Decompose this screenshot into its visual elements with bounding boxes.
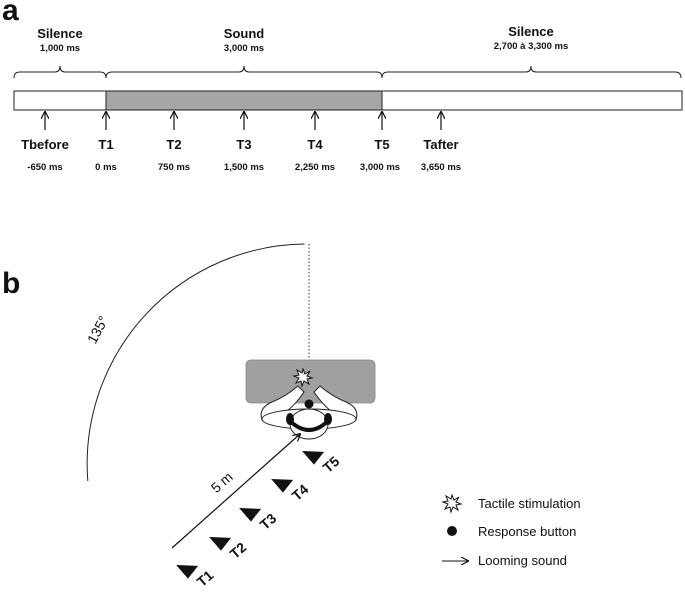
- angle-arc: [86, 243, 305, 482]
- timepoint-time: 3,000 ms: [360, 162, 400, 173]
- panel-b-letter: b: [2, 267, 20, 300]
- response-button-icon: [447, 526, 457, 536]
- timepoint-label: Tbefore: [21, 137, 69, 152]
- legend-item-tactile: Tactile stimulation: [441, 493, 581, 514]
- speaker-icon: [176, 565, 199, 579]
- speaker-label: T4: [289, 481, 312, 504]
- speakers: T1 T2 T3 T4 T5: [176, 451, 343, 590]
- legend-label: Looming sound: [478, 553, 567, 568]
- timepoint-tbefore: Tbefore -650 ms: [21, 112, 69, 173]
- legend: Tactile stimulation Response button Loom…: [441, 493, 581, 568]
- phase-labels: Silence 1,000 ms Sound 3,000 ms Silence …: [37, 24, 568, 54]
- participant-figure: [260, 385, 358, 440]
- bracket-silence-after: [381, 65, 682, 79]
- timepoint-time: 1,500 ms: [224, 162, 264, 173]
- phase-duration-silence-after: 2,700 à 3,300 ms: [494, 41, 568, 52]
- timepoint-label: T3: [236, 137, 251, 152]
- panel-a-letter: a: [2, 0, 19, 27]
- speaker-label: T1: [194, 567, 217, 590]
- looming-sound-trajectory: [171, 434, 300, 549]
- bracket-silence-before: [13, 65, 107, 79]
- timepoint-time: 0 ms: [95, 162, 117, 173]
- phase-duration-sound: 3,000 ms: [224, 43, 264, 54]
- distance-label: 5 m: [208, 469, 236, 496]
- phase-duration-silence-before: 1,000 ms: [40, 43, 80, 54]
- legend-label: Response button: [478, 524, 576, 539]
- response-button-marker-icon: [304, 399, 314, 409]
- tactile-stimulation-icon: [441, 493, 463, 514]
- speaker-t3: T3: [239, 508, 280, 533]
- phase-label-silence-before: Silence: [37, 26, 83, 41]
- timepoint-t3: T3 1,500 ms: [224, 112, 264, 173]
- timepoint-time: 3,650 ms: [421, 162, 461, 173]
- legend-label: Tactile stimulation: [478, 496, 581, 511]
- angle-label: 135°: [84, 313, 112, 346]
- timepoint-time: 2,250 ms: [295, 162, 335, 173]
- tactile-stimulation-marker-icon: [292, 367, 314, 388]
- timepoint-time: -650 ms: [27, 162, 62, 173]
- legend-item-response: Response button: [447, 524, 576, 539]
- speaker-t4: T4: [271, 479, 312, 504]
- speaker-icon: [271, 479, 294, 493]
- speaker-label: T3: [257, 510, 280, 533]
- speaker-icon: [239, 508, 262, 522]
- timepoint-label: T2: [166, 137, 181, 152]
- speaker-t5: T5: [302, 451, 343, 476]
- timepoints: Tbefore -650 ms T1 0 ms T2 750 ms T3 1,5…: [21, 112, 461, 173]
- timepoint-t5: T5 3,000 ms: [360, 112, 400, 173]
- speaker-icon: [302, 451, 325, 465]
- timepoint-t2: T2 750 ms: [158, 112, 190, 173]
- timepoint-label: Tafter: [423, 137, 458, 152]
- speaker-t2: T2: [209, 537, 250, 562]
- timepoint-t4: T4 2,250 ms: [295, 112, 335, 173]
- timepoint-time: 750 ms: [158, 162, 190, 173]
- sound-period-bar: [105, 90, 383, 111]
- bracket-sound: [105, 65, 383, 79]
- timepoint-label: T4: [307, 137, 323, 152]
- timepoint-label: T5: [374, 137, 389, 152]
- speaker-icon: [209, 537, 232, 551]
- phase-label-silence-after: Silence: [508, 24, 554, 39]
- speaker-label: T5: [320, 453, 343, 476]
- timepoint-tafter: Tafter 3,650 ms: [421, 112, 461, 173]
- timepoint-t1: T1 0 ms: [95, 112, 117, 173]
- speaker-t1: T1: [176, 565, 217, 590]
- speaker-label: T2: [227, 539, 250, 562]
- phase-brackets: [13, 65, 682, 79]
- phase-label-sound: Sound: [224, 26, 264, 41]
- table: [245, 359, 376, 404]
- timepoint-label: T1: [98, 137, 113, 152]
- legend-item-looming: Looming sound: [442, 553, 567, 568]
